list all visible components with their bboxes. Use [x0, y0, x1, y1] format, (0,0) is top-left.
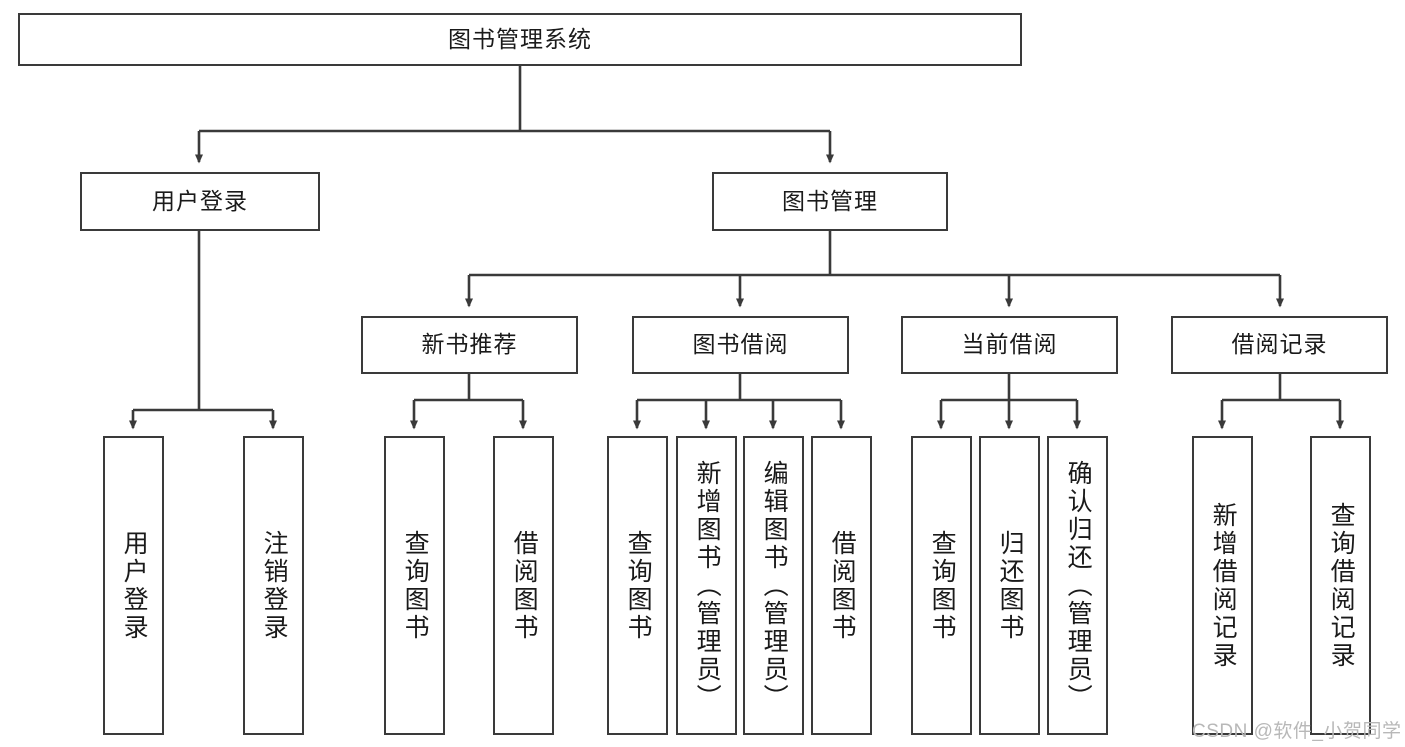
- node-root[interactable]: 图书管理系统: [18, 13, 1022, 66]
- leaf-confirm-return-admin[interactable]: 确认归还（管理员）: [1047, 436, 1108, 735]
- node-new-book-recommendation-label: 新书推荐: [421, 331, 518, 358]
- leaf-query-borrow-record-label: 查询借阅记录: [1327, 501, 1356, 670]
- leaf-edit-book-admin[interactable]: 编辑图书（管理员）: [743, 436, 804, 735]
- leaf-edit-book-admin-label: 编辑图书（管理员）: [760, 459, 789, 712]
- leaf-query-books-borrowing-label: 查询图书: [624, 529, 653, 642]
- node-borrowing-records[interactable]: 借阅记录: [1171, 316, 1388, 374]
- leaf-add-book-admin[interactable]: 新增图书（管理员）: [676, 436, 737, 735]
- node-book-management[interactable]: 图书管理: [712, 172, 948, 231]
- leaf-user-login[interactable]: 用户登录: [103, 436, 164, 735]
- leaf-borrow-books-recommendation-label: 借阅图书: [510, 529, 539, 642]
- leaf-query-books-recommendation-label: 查询图书: [401, 529, 430, 642]
- node-new-book-recommendation[interactable]: 新书推荐: [361, 316, 578, 374]
- leaf-query-books-borrowing[interactable]: 查询图书: [607, 436, 668, 735]
- leaf-query-borrow-record[interactable]: 查询借阅记录: [1310, 436, 1371, 735]
- node-root-label: 图书管理系统: [448, 25, 592, 52]
- leaf-return-books[interactable]: 归还图书: [979, 436, 1040, 735]
- leaf-logout[interactable]: 注销登录: [243, 436, 304, 735]
- leaf-confirm-return-admin-label: 确认归还（管理员）: [1064, 459, 1093, 712]
- node-book-borrowing[interactable]: 图书借阅: [632, 316, 849, 374]
- node-user-login[interactable]: 用户登录: [80, 172, 320, 231]
- leaf-borrow-books-borrowing-label: 借阅图书: [828, 529, 857, 642]
- node-book-borrowing-label: 图书借阅: [692, 331, 789, 358]
- leaf-query-books-recommendation[interactable]: 查询图书: [384, 436, 445, 735]
- leaf-borrow-books-recommendation[interactable]: 借阅图书: [493, 436, 554, 735]
- node-current-borrowing[interactable]: 当前借阅: [901, 316, 1118, 374]
- leaf-query-books-current[interactable]: 查询图书: [911, 436, 972, 735]
- leaf-return-books-label: 归还图书: [996, 529, 1025, 642]
- leaf-query-books-current-label: 查询图书: [928, 529, 957, 642]
- node-current-borrowing-label: 当前借阅: [961, 331, 1058, 358]
- leaf-add-borrow-record-label: 新增借阅记录: [1209, 501, 1238, 670]
- node-borrowing-records-label: 借阅记录: [1231, 331, 1328, 358]
- node-book-management-label: 图书管理: [782, 187, 878, 214]
- leaf-add-book-admin-label: 新增图书（管理员）: [693, 459, 722, 712]
- leaf-logout-label: 注销登录: [260, 529, 289, 642]
- leaf-add-borrow-record[interactable]: 新增借阅记录: [1192, 436, 1253, 735]
- leaf-user-login-label: 用户登录: [120, 529, 149, 642]
- watermark: CSDN @软件_小贺同学: [1192, 721, 1402, 742]
- node-user-login-label: 用户登录: [152, 187, 248, 214]
- leaf-borrow-books-borrowing[interactable]: 借阅图书: [811, 436, 872, 735]
